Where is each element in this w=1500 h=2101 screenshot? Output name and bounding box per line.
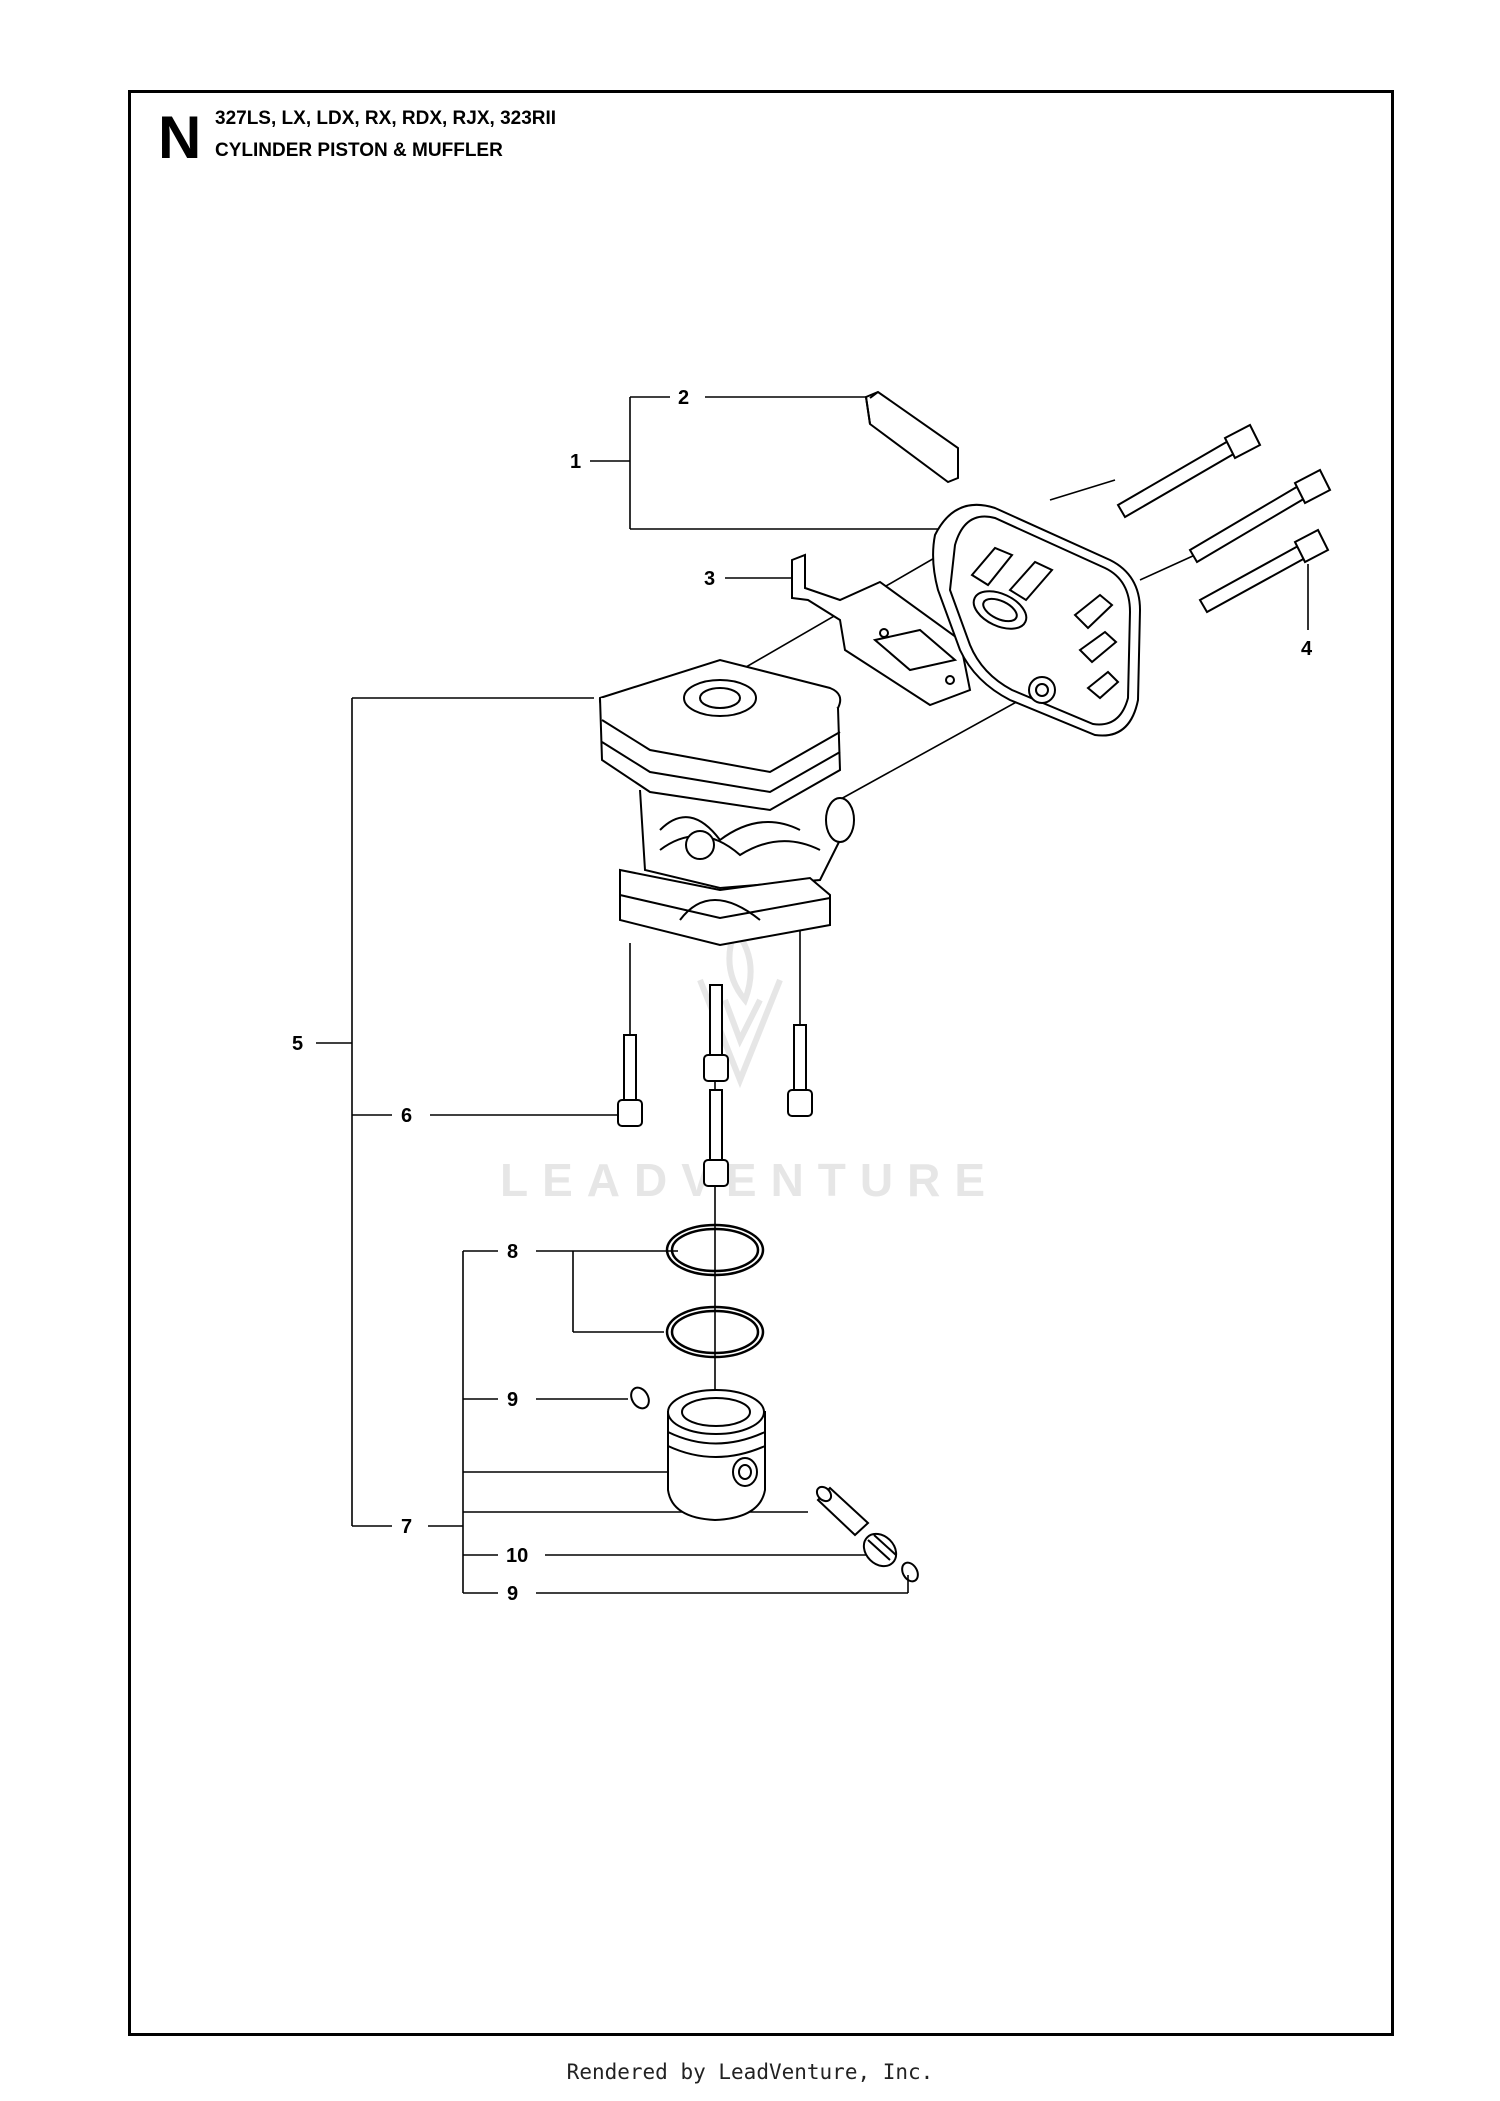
- part-5-cylinder: [598, 658, 855, 947]
- diagram-frame: [128, 90, 1394, 2036]
- part-10-needle-bearing: [862, 1532, 898, 1568]
- model-list: 327LS, LX, LDX, RX, RDX, RJX, 323RII: [215, 108, 557, 129]
- callout-2: 2: [678, 387, 689, 409]
- section-letter: N: [158, 104, 202, 171]
- callout-1: 1: [570, 451, 581, 473]
- callout-9-bottom: 9: [507, 1583, 518, 1605]
- callout-7: 7: [401, 1516, 412, 1538]
- part-7-piston: [667, 1389, 766, 1522]
- callout-6: 6: [401, 1105, 412, 1127]
- part-1-muffler: [932, 503, 1142, 737]
- watermark-text: LEADVENTURE: [500, 1154, 999, 1206]
- callout-4: 4: [1301, 638, 1313, 660]
- callout-3: 3: [704, 568, 715, 590]
- part-piston-pin: [815, 1485, 870, 1537]
- part-8-piston-rings: [665, 1223, 765, 1359]
- part-6-cylinder-screws: [617, 984, 813, 1187]
- part-9-circlips: [630, 1386, 919, 1583]
- callout-5: 5: [292, 1033, 303, 1055]
- diagram-title: CYLINDER PISTON & MUFFLER: [215, 140, 503, 161]
- part-4-muffler-bolts: [1116, 423, 1332, 614]
- callout-10: 10: [506, 1545, 528, 1567]
- callout-8: 8: [507, 1241, 518, 1263]
- part-2-heat-shield: [864, 390, 959, 484]
- leader-lines: [316, 396, 1309, 1594]
- render-credit: Rendered by LeadVenture, Inc.: [566, 2060, 934, 2084]
- callout-9-top: 9: [507, 1389, 518, 1411]
- part-3-gasket: [791, 553, 972, 707]
